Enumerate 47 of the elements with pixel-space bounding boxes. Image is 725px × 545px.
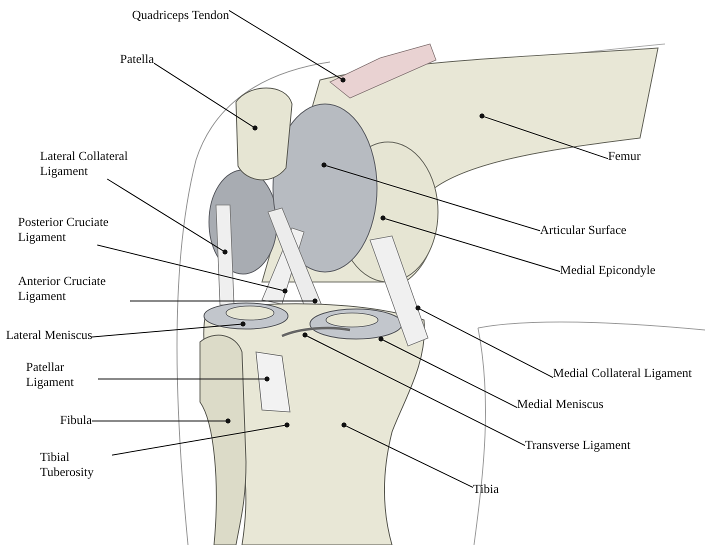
leader-line [154,62,254,128]
leader-line [228,10,342,80]
leader-dot [282,288,288,294]
leader-dot [284,422,290,428]
leader-dot [312,298,318,304]
leader-dot [222,250,228,254]
part-label: Lateral Collateral Ligament [40,149,152,179]
leader-dot [226,418,230,424]
leader-line [96,244,284,291]
leader-dot [264,376,270,382]
part-label: Fibula [60,413,92,428]
leader-dot [240,322,246,326]
leader-line [306,336,526,446]
leader-line [112,424,286,456]
leader-dot [416,306,420,310]
part-label: Medial Meniscus [517,397,604,412]
leader-dot [322,162,326,168]
part-label: Transverse Ligament [525,438,630,453]
leader-line [384,218,560,272]
leader-dot [252,126,258,130]
part-label: Patella [120,52,154,67]
leader-dot [340,78,346,82]
leader-line [92,420,226,422]
part-label: Patellar Ligament [26,360,98,390]
leader-line [382,340,518,408]
leader-line [98,378,265,380]
part-label: Femur [608,149,641,164]
leader-dot [342,422,346,428]
part-label: Articular Surface [540,223,626,238]
leader-dot [480,114,484,118]
part-label: Lateral Meniscus [6,328,92,343]
leader-dot [378,336,384,342]
part-label: Medial Collateral Ligament [553,366,692,381]
leader-line [106,178,224,252]
leader-line [326,165,540,232]
leader-line [420,308,554,378]
leader-dot [302,332,308,338]
part-label: Quadriceps Tendon [132,8,230,23]
part-label: Tibia [473,482,499,497]
part-label: Anterior Cruciate Ligament [18,274,130,304]
part-label: Medial Epicondyle [560,263,656,278]
leader-dot [380,216,386,220]
leader-line [484,116,608,160]
part-label: Tibial Tuberosity [40,450,112,480]
leader-line [130,300,313,302]
part-label: Posterior Cruciate Ligament [18,215,130,245]
leader-line [346,426,474,488]
